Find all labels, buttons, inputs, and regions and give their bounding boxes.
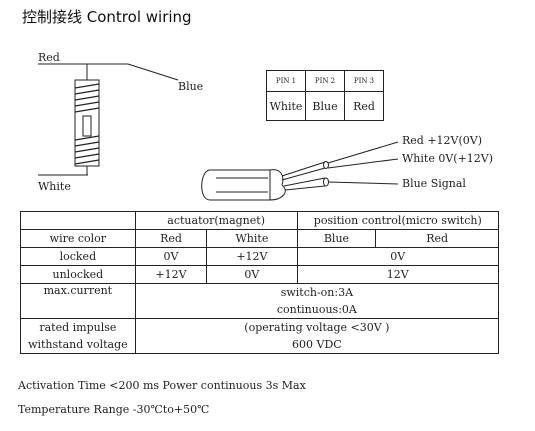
- switch-label-red: Red: [38, 51, 60, 64]
- footer-activation: Activation Time <200 ms Power continuous…: [18, 379, 306, 392]
- spec-row-label: wire color: [20, 229, 136, 248]
- spec-cell: Blue: [296, 229, 377, 248]
- switch-label-white: White: [38, 180, 71, 193]
- spec-row-label-impulse: rated impulse withstand voltage: [20, 318, 136, 354]
- spec-cell: 0V: [296, 247, 500, 266]
- spec-cell: White: [206, 229, 298, 248]
- spec-line: continuous:0A: [276, 303, 357, 316]
- pin-header: PIN 3: [344, 70, 384, 92]
- spec-row-label: locked: [20, 247, 136, 266]
- page-title: 控制接线 Control wiring: [22, 8, 192, 26]
- cable-wire-white: White 0V(+12V): [402, 152, 494, 165]
- cable-wire-blue: Blue Signal: [402, 177, 466, 190]
- spec-header-position: position control(micro switch): [296, 211, 500, 230]
- spec-cell: +12V: [134, 265, 208, 284]
- spec-line: withstand voltage: [28, 338, 128, 351]
- spec-cell: Red: [134, 229, 208, 248]
- spec-cell: 12V: [296, 265, 500, 284]
- switch-label-blue: Blue: [178, 80, 204, 93]
- spec-line: 600 VDC: [292, 338, 342, 351]
- spec-line: (operating voltage <30V ): [244, 321, 390, 334]
- spec-cell: Red: [375, 229, 499, 248]
- spec-cell: +12V: [206, 247, 298, 266]
- switch-core: [82, 115, 92, 137]
- pin-value: Blue: [305, 91, 345, 121]
- spec-cell-impulse: (operating voltage <30V ) 600 VDC: [134, 318, 500, 354]
- pin-header: PIN 2: [305, 70, 345, 92]
- spec-cell-max-current: switch-on:3A continuous:0A: [134, 283, 500, 319]
- footer-temperature: Temperature Range -30℃to+50℃: [18, 403, 210, 416]
- pin-table: PIN 1 PIN 2 PIN 3 White Blue Red: [266, 70, 384, 121]
- pin-header: PIN 1: [266, 70, 306, 92]
- pin-value: White: [266, 91, 306, 121]
- cable-drawing: [201, 141, 399, 201]
- spec-header-actuator: actuator(magnet): [134, 211, 298, 230]
- spec-line: rated impulse: [39, 321, 117, 334]
- spec-cell: 0V: [134, 247, 208, 266]
- spec-row-label: unlocked: [20, 265, 136, 284]
- spec-table: actuator(magnet) position control(micro …: [20, 211, 500, 354]
- cable-wire-red: Red +12V(0V): [402, 134, 483, 147]
- spec-line: switch-on:3A: [280, 286, 354, 299]
- spec-cell: 0V: [206, 265, 298, 284]
- spec-row-label: max.current: [20, 283, 136, 319]
- switch-contact-arm: [127, 63, 179, 81]
- spec-corner: [20, 211, 136, 230]
- switch-coil-hatching: [74, 83, 100, 165]
- pin-value: Red: [344, 91, 384, 121]
